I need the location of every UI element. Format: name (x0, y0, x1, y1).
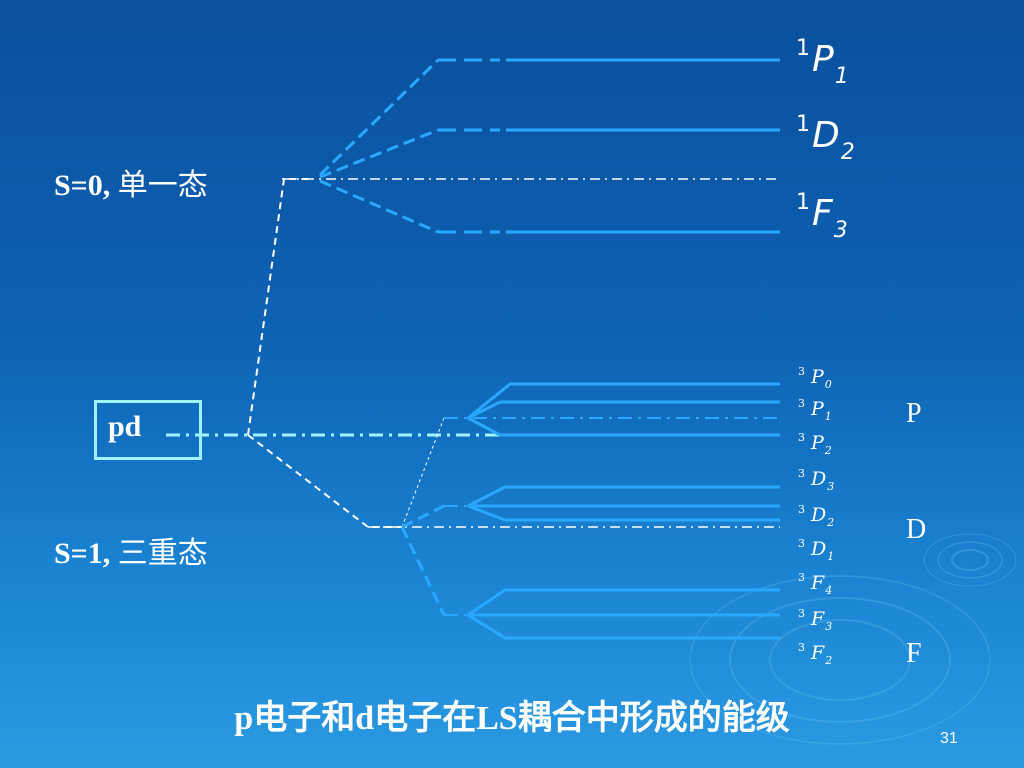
level-1P1 (318, 58, 440, 177)
singlet-connector (247, 178, 310, 436)
triplet-fan-connectors (400, 504, 446, 616)
group-letter-d: D (906, 514, 927, 545)
triplet-label: S=1, 三重态 (54, 528, 208, 572)
triplet-f-levels (467, 588, 780, 640)
term-1P1: 1P1 (796, 36, 849, 89)
group-letter-f: F (906, 638, 922, 669)
term-1F3: 1F3 (796, 190, 848, 243)
triplet-d-levels (467, 485, 780, 522)
configuration-box (94, 400, 202, 460)
configuration-label: pd (108, 410, 142, 443)
level-1D2 (319, 128, 439, 179)
triplet-p-levels (467, 382, 780, 437)
triplet-name: 三重态 (117, 537, 208, 570)
singlet-label: S=0, 单一态 (54, 160, 208, 204)
level-1F3 (319, 179, 439, 234)
triplet-spin: S=1, (54, 537, 111, 570)
slide-title: p电子和d电子在LS耦合中形成的能级 (234, 700, 790, 737)
singlet-name: 单一态 (117, 169, 208, 202)
term-1D2: 1D2 (796, 112, 855, 165)
singlet-spin: S=0, (54, 169, 111, 202)
ripple-decoration (689, 533, 1017, 745)
triplet-connector (247, 434, 402, 528)
page-number: 31 (940, 730, 958, 747)
triplet-p-connector (401, 417, 445, 528)
singlet-levels (318, 58, 780, 234)
group-letter-p: P (906, 398, 922, 429)
